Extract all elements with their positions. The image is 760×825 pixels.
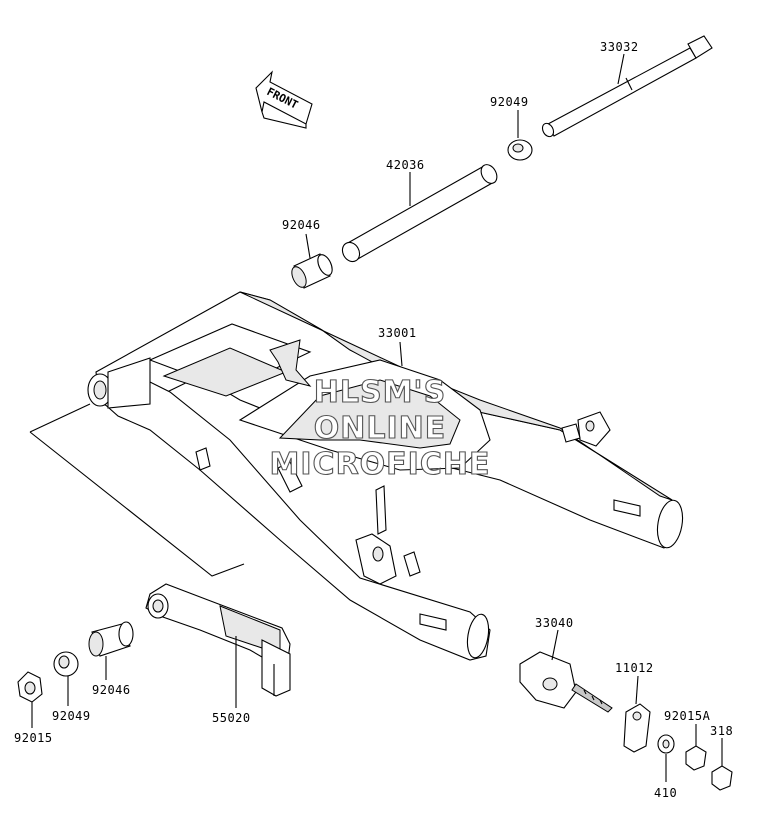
label-410: 410 (654, 786, 677, 800)
adjuster-plate (623, 703, 651, 753)
swingarm (87, 291, 684, 661)
watermark-line-1: HLSM'S (314, 375, 446, 410)
label-11012: 11012 (615, 661, 654, 675)
nut-left (17, 671, 43, 703)
nut-318 (711, 765, 733, 791)
front-arrow-icon: FRONT (255, 70, 313, 129)
label-92015: 92015 (14, 731, 53, 745)
label-318: 318 (710, 724, 733, 738)
leader-guide-lines (29, 403, 245, 577)
label-92046-top: 92046 (282, 218, 321, 232)
washer-410 (657, 734, 675, 754)
chain-guard (145, 583, 291, 697)
watermark-line-2: ONLINE (314, 411, 447, 446)
label-92046-bottom: 92046 (92, 683, 131, 697)
chain-adjuster (519, 651, 613, 713)
label-92049-top: 92049 (490, 95, 529, 109)
needle-bearing-bottom (88, 621, 134, 657)
nut-92015a (685, 745, 707, 771)
spacer-tube (341, 164, 498, 263)
label-55020: 55020 (212, 711, 251, 725)
label-33001: 33001 (378, 326, 417, 340)
watermark-line-3: MICROFICHE (270, 447, 491, 482)
needle-bearing-top (291, 253, 333, 289)
leader-lines (31, 53, 723, 782)
label-42036: 42036 (386, 158, 425, 172)
washer-top (507, 139, 533, 161)
label-92049-bottom: 92049 (52, 709, 91, 723)
label-33040: 33040 (535, 616, 574, 630)
washer-bottom (53, 651, 79, 677)
watermark: HLSM'S ONLINE MICROFICHE (269, 374, 491, 482)
label-92015a: 92015A (664, 709, 711, 723)
label-33032: 33032 (600, 40, 639, 54)
pivot-shaft (541, 35, 713, 138)
